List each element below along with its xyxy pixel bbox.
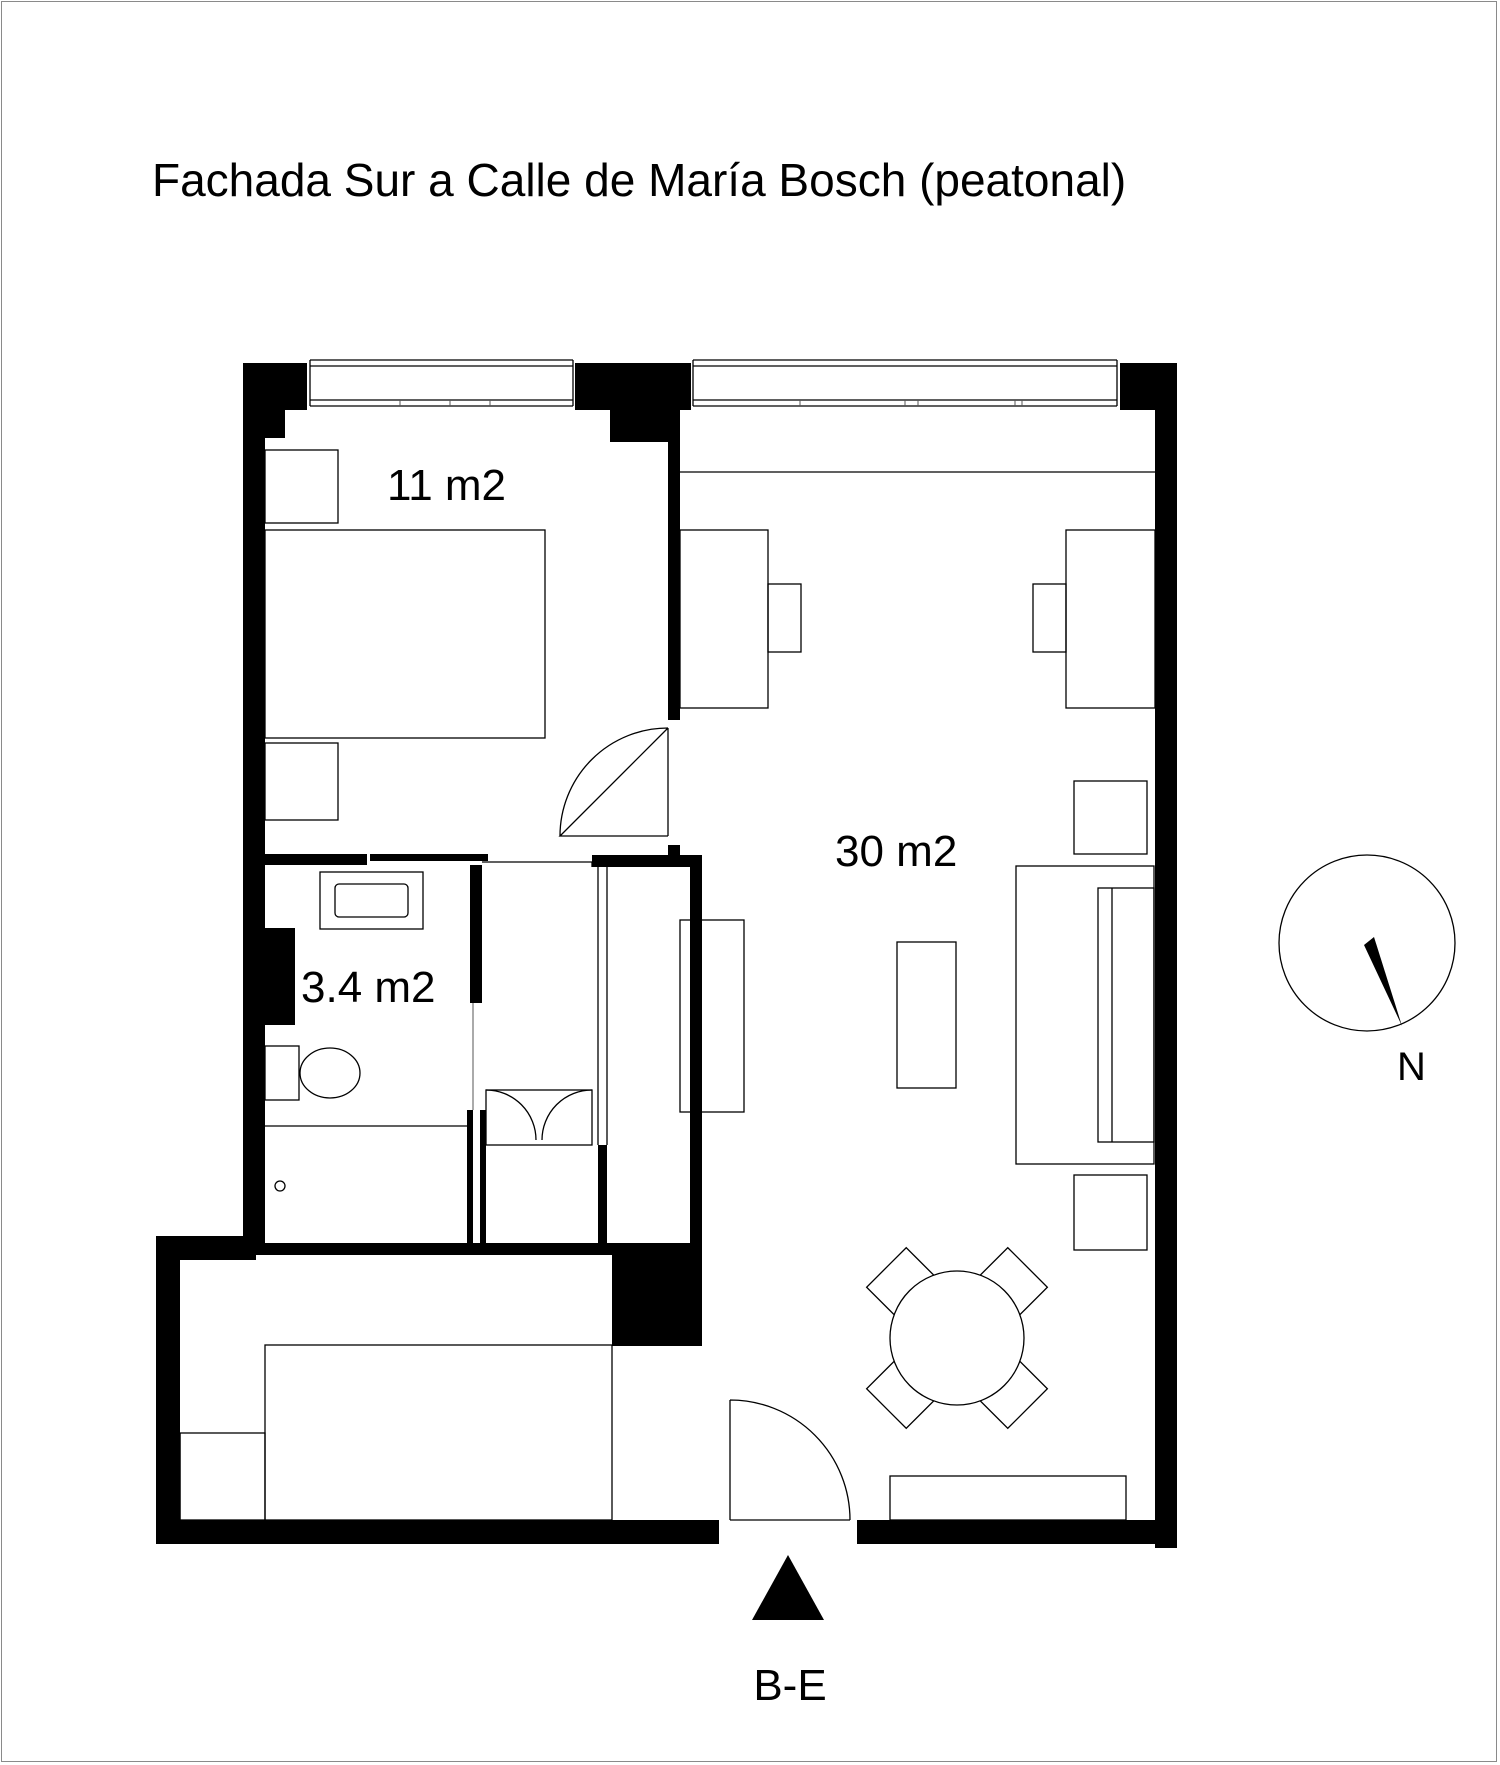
window-bedroom	[309, 359, 574, 407]
entrance-door	[729, 1399, 851, 1521]
side-table-top	[1073, 780, 1148, 855]
desk-left	[679, 529, 769, 709]
entrance-marker: B-E	[752, 1555, 827, 1710]
lobby-furniture	[179, 1344, 851, 1521]
closet	[482, 861, 608, 1146]
window-living	[692, 359, 1118, 407]
compass-circle	[1278, 854, 1456, 1032]
bedroom-door	[558, 727, 669, 837]
wall-closet-top	[592, 855, 702, 867]
sofa	[1015, 865, 1155, 1165]
wall-top-middle-pier	[575, 363, 691, 410]
kitchen-counter	[264, 1344, 613, 1521]
wall-right	[1155, 363, 1177, 1548]
closet-door-left	[485, 1089, 537, 1141]
room-area-living: 30 m2	[835, 827, 957, 876]
wall-lobby-left	[156, 1236, 180, 1544]
sofa-seat	[1097, 887, 1155, 1143]
wall-partition-upper	[668, 410, 680, 720]
coffee-table	[896, 941, 957, 1089]
room-area-bathroom: 3.4 m2	[301, 963, 436, 1012]
desk-right	[1065, 529, 1156, 709]
wall-bath-right	[470, 865, 482, 1003]
entrance-label: B-E	[753, 1661, 826, 1710]
sideboard	[889, 1475, 1127, 1521]
windows	[309, 359, 1118, 407]
wall-bath-right-low2	[480, 1110, 486, 1245]
compass-north-label: N	[1397, 1045, 1426, 1089]
section-arrow-icon	[752, 1555, 824, 1620]
tv-cabinet	[679, 919, 745, 1113]
living-furniture	[679, 471, 1156, 1521]
washbasin-counter	[319, 871, 424, 930]
wall-bottom-left	[156, 1520, 719, 1544]
wall-bath-top-left	[265, 854, 367, 865]
dining-set	[865, 1246, 1049, 1430]
desk-left-chair	[767, 583, 802, 653]
wall-lobby-block	[612, 1243, 702, 1346]
nightstand-top	[264, 449, 339, 524]
toilet-bowl	[299, 1047, 361, 1099]
side-table-bottom	[1073, 1174, 1148, 1251]
wall-closet-right	[690, 855, 702, 1245]
lobby-cabinet	[179, 1432, 266, 1521]
north-arrow-icon	[1364, 937, 1402, 1026]
closet-doors-frame	[485, 1089, 593, 1146]
closet-door-right	[541, 1089, 593, 1141]
wall-bath-top-mid	[370, 854, 488, 861]
plan-title: Fachada Sur a Calle de María Bosch (peat…	[152, 154, 1126, 206]
nightstand-bottom	[264, 742, 339, 821]
shower-drain	[274, 1180, 286, 1192]
double-bed	[264, 529, 546, 739]
walls	[156, 363, 1177, 1548]
wall-bath-column	[265, 928, 295, 1025]
desk-right-chair	[1032, 583, 1067, 653]
dining-table	[889, 1270, 1025, 1406]
wall-bath-right-low1	[467, 1110, 473, 1245]
wall-bath-bottom	[243, 1243, 702, 1255]
wall-left-upper	[243, 363, 265, 1243]
washbasin-bowl	[334, 883, 409, 918]
compass: N	[1278, 854, 1456, 1089]
wall-closet-left-low	[598, 1145, 607, 1245]
bedroom-furniture	[264, 449, 669, 837]
room-area-bedroom: 11 m2	[387, 461, 506, 510]
wall-bottom-right	[857, 1520, 1177, 1544]
bathroom-fixtures	[264, 871, 474, 1192]
toilet-tank	[264, 1045, 300, 1101]
